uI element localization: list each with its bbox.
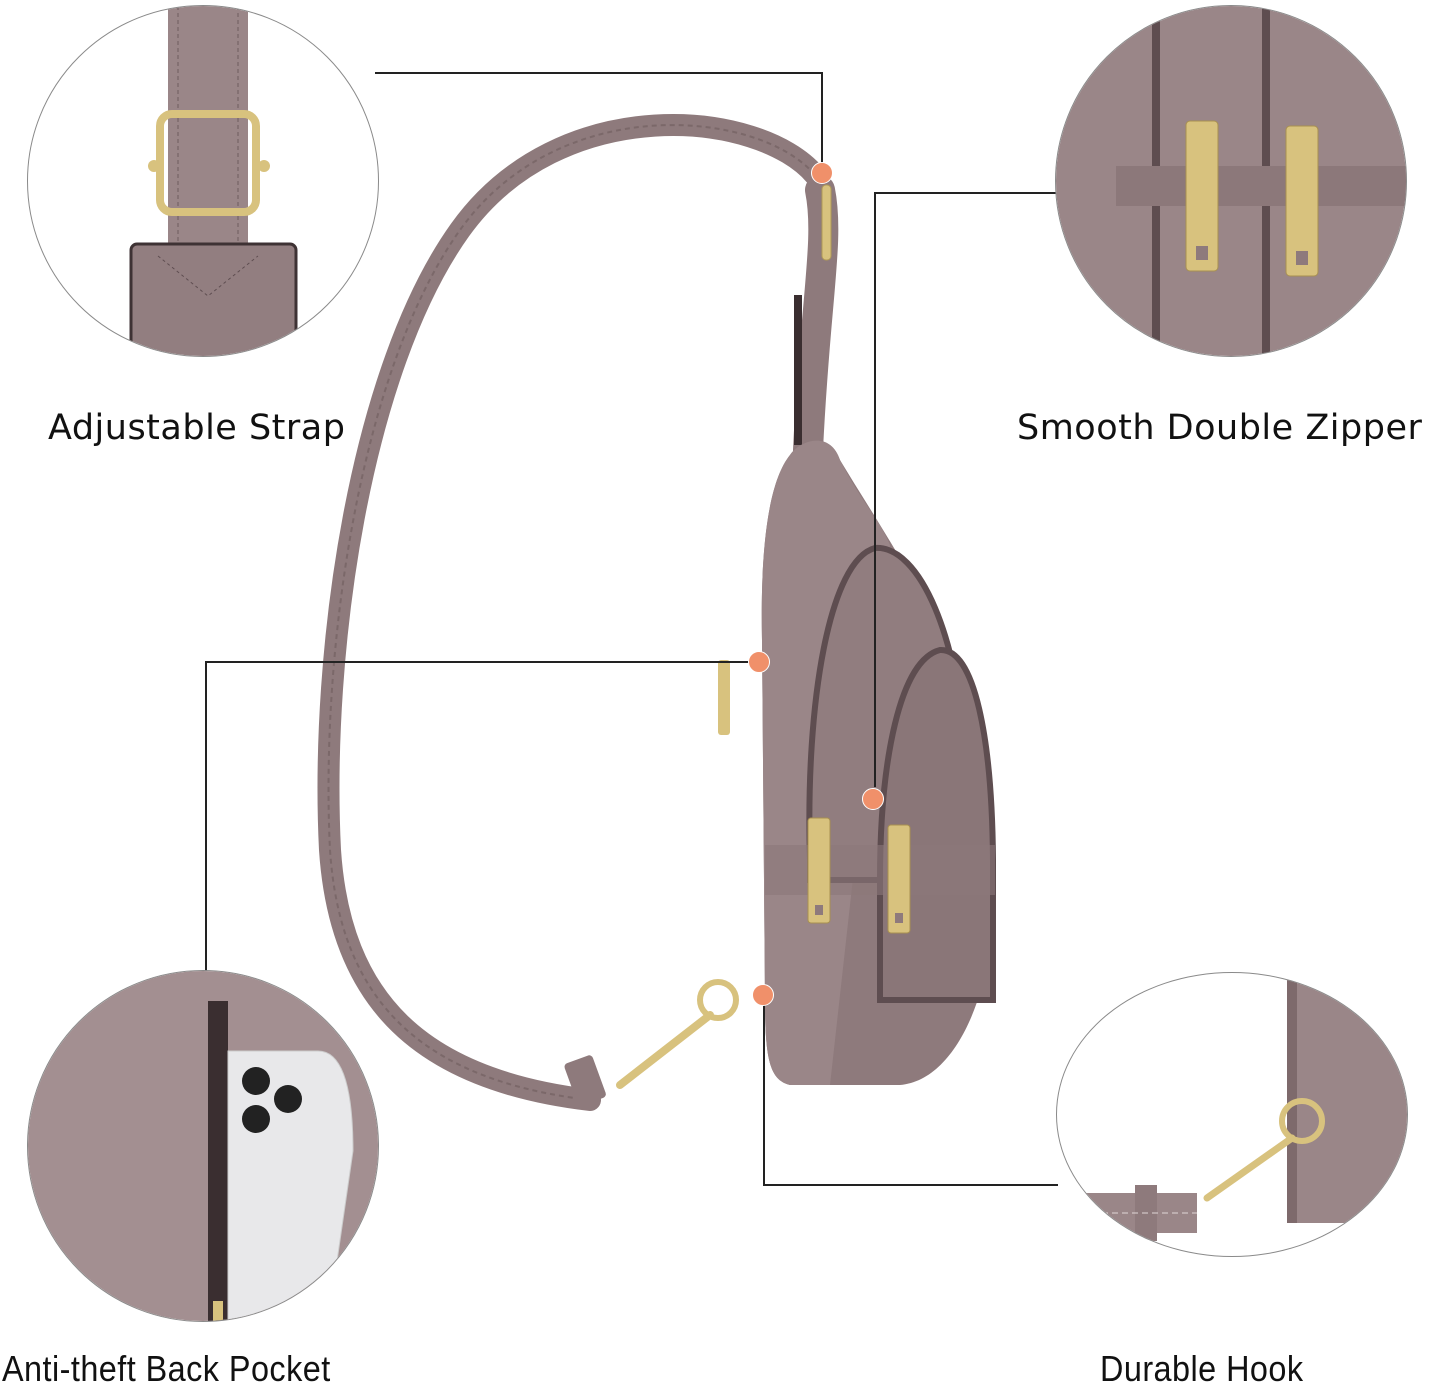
label-back-pocket: Anti-theft Back Pocket <box>2 1348 331 1389</box>
connector-zipper-h <box>874 192 1056 194</box>
connector-hook-h <box>763 1184 1058 1186</box>
connector-pocket-h <box>205 661 751 663</box>
label-durable-hook: Durable Hook <box>1100 1348 1304 1389</box>
label-double-zipper: Smooth Double Zipper <box>1017 408 1423 448</box>
marker-strap <box>811 162 833 184</box>
marker-zipper <box>862 788 884 810</box>
detail-circle-durable-hook <box>1056 972 1408 1257</box>
connector-strap-h <box>375 72 822 74</box>
connector-hook-v <box>763 1005 765 1185</box>
connector-zipper-v <box>874 192 876 787</box>
detail-circle-adjustable-strap <box>27 5 379 357</box>
label-adjustable-strap: Adjustable Strap <box>48 408 346 448</box>
marker-hook <box>752 984 774 1006</box>
connector-pocket-v <box>205 661 207 971</box>
marker-back-pocket <box>748 651 770 673</box>
detail-circle-double-zipper <box>1055 5 1407 357</box>
connector-strap-v <box>821 72 823 167</box>
detail-circle-back-pocket <box>27 970 379 1322</box>
